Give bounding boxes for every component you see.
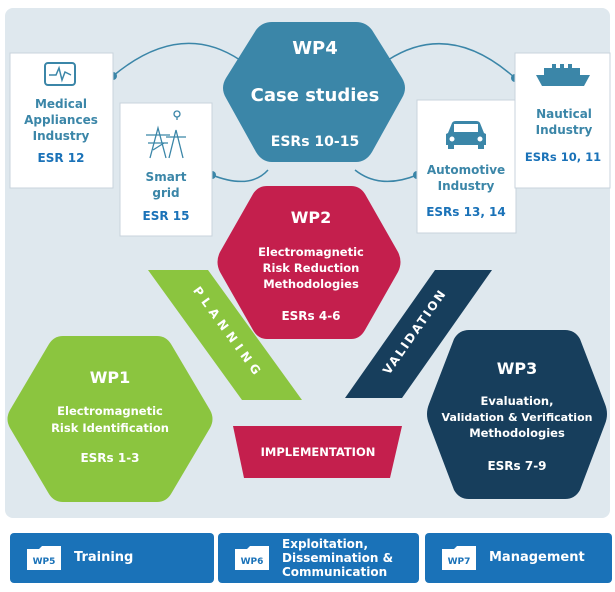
wp3-title: WP3 (497, 359, 538, 378)
wp4-subtitle: Case studies (251, 85, 380, 106)
case-automotive-line1: Automotive (427, 163, 505, 177)
folder-icon: WP7 (442, 546, 476, 570)
car-icon (446, 121, 486, 149)
folder-icon: WP6 (235, 546, 269, 570)
wp4-esrs: ESRs 10-15 (271, 134, 359, 150)
wp7-management-bar[interactable]: WP7 Management (425, 533, 612, 583)
implementation-label: IMPLEMENTATION (261, 445, 376, 459)
wp3-esrs: ESRs 7-9 (487, 459, 546, 473)
ship-icon (536, 64, 590, 86)
wp5-tag: WP5 (33, 557, 56, 567)
case-medical-line3: Industry (33, 129, 90, 143)
wp3-line1: Evaluation, (481, 394, 554, 408)
case-automotive-card: Automotive Industry ESRs 13, 14 (416, 99, 517, 234)
wp6-exploitation-bar[interactable]: WP6 Exploitation, Dissemination & Commun… (218, 533, 419, 583)
connector-left-lower (211, 169, 269, 183)
case-automotive-esr: ESRs 13, 14 (426, 205, 506, 219)
wp2-esrs: ESRs 4-6 (281, 309, 340, 323)
wp3-hexagon: WP3 Evaluation, Validation & Verificatio… (427, 330, 607, 499)
wp6-tag: WP6 (241, 557, 264, 567)
case-smartgrid-esr: ESR 15 (143, 209, 190, 223)
wp4-hexagon: WP4 Case studies ESRs 10-15 (223, 22, 405, 162)
wp1-hexagon: WP1 Electromagnetic Risk Identification … (7, 336, 213, 502)
wp6-line1: Exploitation, (282, 537, 369, 551)
connector-right-upper (387, 42, 516, 79)
connector-right-lower (354, 169, 418, 183)
case-smartgrid-line2: grid (152, 186, 179, 200)
connector-left-upper (112, 42, 241, 77)
wp1-esrs: ESRs 1-3 (80, 451, 139, 465)
case-automotive-line2: Industry (438, 179, 495, 193)
wp6-line3: Communication (282, 565, 388, 579)
case-smartgrid-line1: Smart (146, 170, 187, 184)
wp2-title: WP2 (291, 208, 332, 227)
wp3-line2: Validation & Verification (442, 411, 593, 424)
wp3-line3: Methodologies (469, 426, 565, 440)
wp7-tag: WP7 (448, 557, 471, 567)
wp7-label: Management (489, 550, 585, 565)
wp5-training-bar[interactable]: WP5 Training (10, 533, 214, 583)
case-nautical-line2: Industry (536, 123, 593, 137)
wp2-hexagon: WP2 Electromagnetic Risk Reduction Metho… (217, 186, 401, 339)
implementation-arrow: IMPLEMENTATION (233, 426, 402, 478)
case-medical-line2: Appliances (24, 113, 98, 127)
power-pylon-icon (146, 110, 186, 159)
folder-icon: WP5 (27, 546, 61, 570)
wp4-title: WP4 (292, 38, 338, 59)
wp1-line1: Electromagnetic (57, 404, 163, 418)
case-medical-esr: ESR 12 (38, 151, 85, 165)
wp2-line1: Electromagnetic (258, 245, 364, 259)
case-medical-line1: Medical (35, 97, 87, 111)
wp1-line2: Risk Identification (51, 421, 169, 435)
wp2-line2: Risk Reduction (263, 261, 360, 275)
wp1-title: WP1 (90, 368, 131, 387)
wp6-line2: Dissemination & (282, 551, 394, 565)
case-nautical-line1: Nautical (536, 107, 592, 121)
wp5-label: Training (74, 550, 134, 565)
wp2-line3: Methodologies (263, 277, 359, 291)
case-nautical-esr: ESRs 10, 11 (525, 150, 601, 164)
case-smartgrid-card: Smart grid ESR 15 (119, 102, 213, 237)
ecg-monitor-icon (44, 62, 76, 86)
case-nautical-card: Nautical Industry ESRs 10, 11 (514, 52, 611, 189)
case-medical-card: Medical Appliances Industry ESR 12 (9, 52, 114, 189)
